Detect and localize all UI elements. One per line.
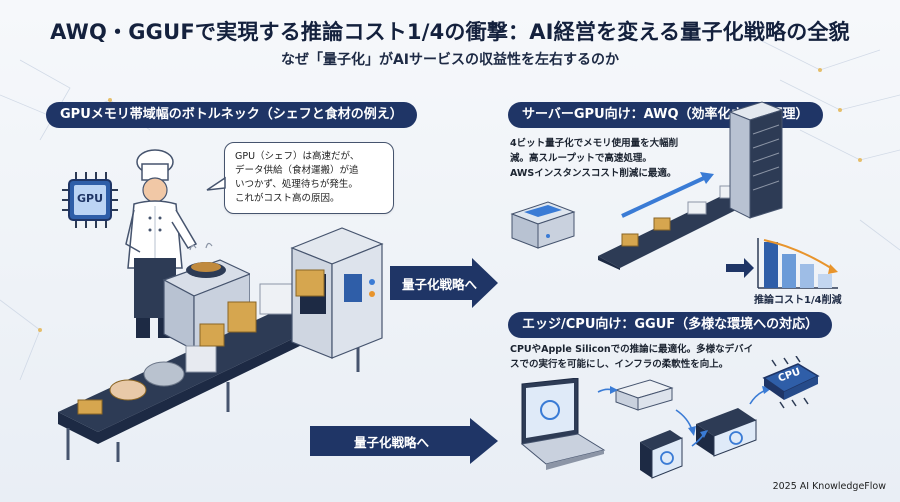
bubble-line: いつかず、処理待ちが発生。 <box>235 179 358 190</box>
server-desc-line: AWSインスタンスコスト削減に最適。 <box>510 168 677 179</box>
gpu-chip-icon: GPU <box>62 170 118 230</box>
strategy-arrow-bottom: 量子化戦略へ <box>310 418 500 464</box>
strategy-arrow-bottom-label: 量子化戦略へ <box>354 435 430 450</box>
server-desc-line: 4ビット量子化でメモリ使用量を大幅削 <box>510 138 679 149</box>
chef-speech-bubble: GPU（シェフ）は高速だが、 データ供給（食材運搬）が追 いつかず、処理待ちが発… <box>224 142 394 214</box>
server-panel-description: 4ビット量子化でメモリ使用量を大幅削 減。高スループットで高速処理。 AWSイン… <box>510 136 720 181</box>
laptop-icon <box>520 378 606 470</box>
server-conveyor-belt <box>598 172 764 270</box>
mini-pc-icon <box>614 379 674 411</box>
bubble-line: データ供給（食材運搬）が追 <box>235 165 359 176</box>
bubble-line: GPU（シェフ）は高速だが、 <box>235 151 360 162</box>
cost-reduction-label: 推論コスト1/4削減 <box>754 295 842 306</box>
edge-desc-line: CPUやApple Siliconでの推論に最適化。多様なデバイ <box>510 344 754 355</box>
server-desc-line: 減。高スループットで高速処理。 <box>510 153 652 164</box>
edge-panel-banner: エッジ/CPU向け：GGUF（多様な環境への対応） <box>508 312 833 338</box>
ingredient-boxes <box>295 269 325 297</box>
bubble-tail <box>206 176 226 191</box>
smartphone-icon <box>640 430 683 479</box>
device-connector-arrows <box>597 386 772 447</box>
edge-panel-description: CPUやApple Siliconでの推論に最適化。多様なデバイ スでの実行を可… <box>510 342 770 372</box>
server-rack-icon <box>728 101 784 219</box>
bubble-line: これがコスト高の原因。 <box>235 193 340 204</box>
page-subtitle: なぜ「量子化」がAIサービスの収益性を左右するのか <box>280 52 620 68</box>
cost-reduction-chart <box>726 238 838 289</box>
gpu-device-icon <box>510 201 576 249</box>
cpu-chip-icon: CPU <box>758 355 822 410</box>
footer-credit: 2025 AI KnowledgeFlow <box>772 481 886 492</box>
edge-desc-line: スでの実行を可能にし、インフラの柔軟性を向上。 <box>510 359 729 370</box>
left-panel-banner: GPUメモリ帯域幅のボトルネック（シェフと食材の例え） <box>46 102 417 128</box>
strategy-arrow-top-label: 量子化戦略へ <box>402 277 478 292</box>
strategy-arrow-top: 量子化戦略へ <box>390 258 500 308</box>
page-title: AWQ・GGUFで実現する推論コスト1/4の衝撃：AI経営を変える量子化戦略の全… <box>50 20 850 44</box>
tablet-icon <box>696 408 757 457</box>
gpu-chip-label: GPU <box>76 192 104 205</box>
